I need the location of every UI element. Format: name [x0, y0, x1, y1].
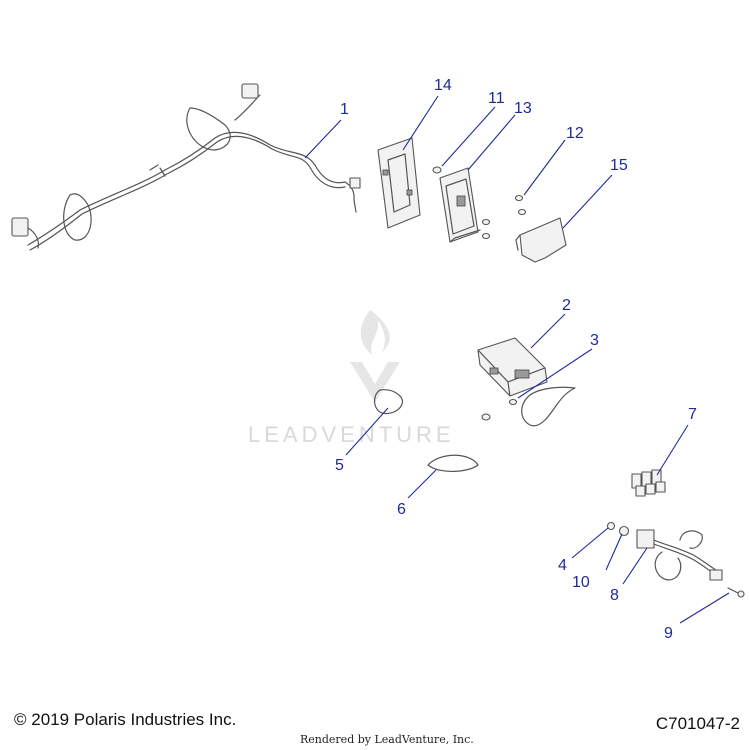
callout-3: 3: [590, 332, 599, 349]
callout-12: 12: [566, 125, 584, 142]
callout-2: 2: [562, 297, 571, 314]
callout-1: 1: [340, 101, 349, 118]
control-module-part-2: [477, 337, 548, 397]
screws-part-3: [481, 398, 518, 421]
screws-part-12: [481, 194, 527, 240]
wire-harness-part-1: [11, 83, 361, 251]
callout-15: 15: [610, 157, 628, 174]
diagram-code: C701047-2: [655, 714, 740, 733]
callout-4: 4: [558, 557, 567, 574]
rendered-by-credit: Rendered by LeadVenture, Inc.: [300, 733, 474, 746]
callout-9: 9: [664, 625, 673, 642]
leader-lines: [304, 95, 730, 624]
callout-8: 8: [610, 587, 619, 604]
callout-5: 5: [335, 457, 344, 474]
callout-10: 10: [572, 574, 590, 591]
callout-6: 6: [397, 501, 406, 518]
washer-part-10: [618, 525, 630, 537]
copyright-notice: © 2019 Polaris Industries Inc.: [14, 710, 237, 729]
connector-set-part-7: [631, 469, 666, 497]
callout-7: 7: [688, 406, 697, 423]
gasket-part-6: [427, 454, 479, 472]
callout-14: 14: [434, 77, 452, 94]
watermark-text: LEADVENTURE: [248, 422, 455, 447]
screw-part-9: [727, 587, 745, 598]
nut-part-4: [606, 521, 616, 531]
screw-part-11: [432, 166, 442, 174]
gasket-part-3-area: [521, 386, 576, 427]
cover-plate-part-15: [515, 217, 567, 263]
bracket-part-14: [377, 137, 421, 229]
callout-11: 11: [488, 90, 505, 107]
callout-numbers: 1 2 3 4 5 6 7 8 9 10 11 12 13 14 15: [335, 77, 697, 642]
ecu-module-part-13: [439, 167, 481, 243]
callout-13: 13: [514, 100, 532, 117]
sub-harness-part-8: [636, 529, 723, 581]
leadventure-watermark: LEADVENTURE: [248, 310, 455, 447]
seal-part-5: [374, 389, 404, 415]
